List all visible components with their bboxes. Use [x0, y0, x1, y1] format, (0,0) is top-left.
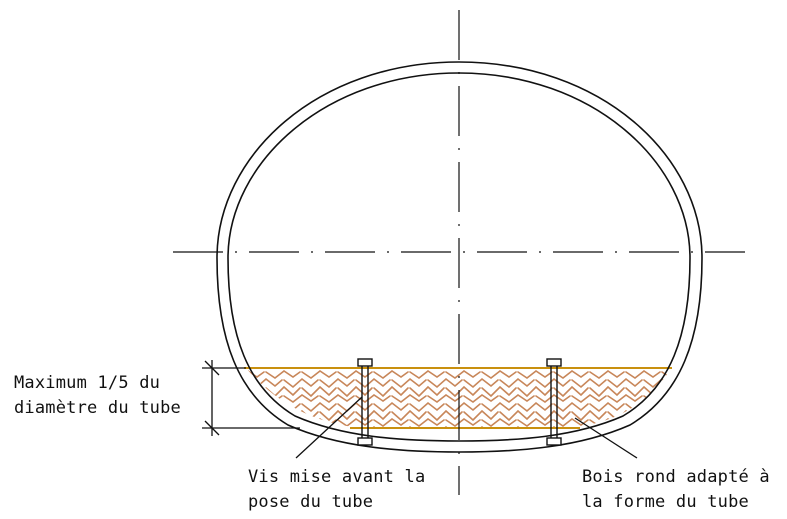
wood-leader-line: [574, 417, 638, 459]
screw-left: [357, 358, 373, 446]
max-height-label-line2: diamètre du tube: [14, 398, 181, 418]
tube-inner-wall: [227, 72, 691, 442]
wood-grain-line: [246, 401, 671, 413]
wood-grain-line: [246, 394, 671, 403]
wood-grain-line: [246, 370, 671, 379]
wood-label-line1: Bois rond adapté à: [582, 467, 770, 487]
wood-grain-line: [246, 377, 671, 389]
screw-leader-line: [295, 396, 363, 459]
wood-label-line2: la forme du tube: [582, 492, 749, 512]
max-height-label-line1: Maximum 1/5 du: [14, 373, 161, 393]
height-dimension: [202, 360, 300, 436]
wood-grain-line: [246, 418, 671, 427]
screw-label-line1: Vis mise avant la: [248, 467, 426, 487]
screw-right: [546, 358, 562, 446]
screw-label-line2: pose du tube: [248, 492, 374, 512]
